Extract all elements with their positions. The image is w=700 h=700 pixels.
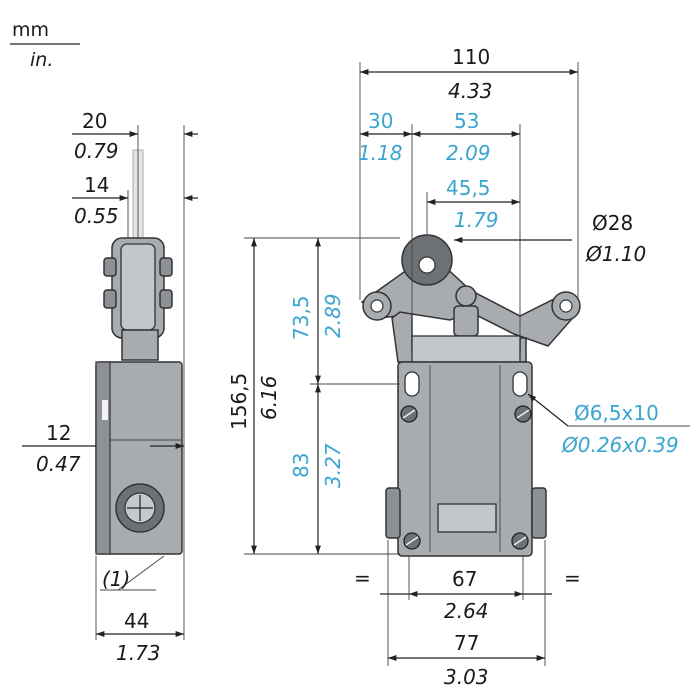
dim-156-mm: 156,5 bbox=[227, 373, 251, 430]
dim-45-in: 1.79 bbox=[454, 208, 499, 232]
screw-slot-br bbox=[513, 536, 527, 546]
dim-20-mm: 20 bbox=[82, 109, 107, 133]
side-bolt-top-left bbox=[103, 257, 117, 277]
dim-12-in: 0.47 bbox=[36, 452, 81, 476]
screw-slot-bl bbox=[405, 536, 419, 546]
side-bolt-top-right bbox=[159, 257, 173, 277]
head-block bbox=[411, 335, 521, 363]
dim-20-in: 0.79 bbox=[74, 139, 119, 163]
mount-slot-right bbox=[512, 371, 528, 397]
front-body bbox=[397, 361, 533, 557]
dim-45-mm: 45,5 bbox=[446, 176, 491, 200]
screw-slot-tl bbox=[402, 409, 416, 419]
side-body-edge bbox=[95, 361, 111, 555]
note-leader bbox=[117, 555, 165, 591]
lever-right-hole bbox=[559, 299, 573, 313]
front-view: 110 4.33 30 1.18 53 2.09 45,5 1.79 Ø28 Ø… bbox=[227, 45, 690, 689]
side-lug-right bbox=[531, 487, 547, 539]
dim-77-mm: 77 bbox=[454, 631, 479, 655]
side-roller bbox=[120, 243, 156, 331]
dim-110-in: 4.33 bbox=[448, 79, 493, 103]
side-view: (1) 20 0.79 14 0.55 12 0.47 44 1.73 bbox=[22, 109, 198, 665]
dim-44-in: 1.73 bbox=[116, 641, 161, 665]
side-bolt-bottom-right bbox=[159, 289, 173, 309]
unit-metric: mm bbox=[12, 19, 49, 41]
dim-67-mm: 67 bbox=[452, 567, 477, 591]
dim-44-mm: 44 bbox=[124, 609, 149, 633]
dim-83-in: 3.27 bbox=[321, 443, 345, 488]
dim-hole-in: Ø0.26x0.39 bbox=[561, 433, 679, 457]
dim-14-mm: 14 bbox=[84, 173, 109, 197]
mount-slot-left bbox=[404, 371, 420, 397]
plunger bbox=[453, 305, 479, 337]
dim-12-mm: 12 bbox=[46, 421, 71, 445]
unit-imperial: in. bbox=[30, 49, 53, 71]
equal-mark-left: = bbox=[354, 566, 371, 590]
dim-73-in: 2.89 bbox=[321, 293, 345, 338]
dim-28-in: Ø1.10 bbox=[585, 242, 646, 266]
dim-53-in: 2.09 bbox=[446, 141, 491, 165]
lever-left-hole bbox=[370, 299, 384, 313]
dim-73-mm: 73,5 bbox=[289, 295, 313, 340]
dim-110-mm: 110 bbox=[452, 45, 490, 69]
side-window bbox=[102, 400, 108, 420]
screw-slot-tr bbox=[516, 409, 530, 419]
plunger-knob bbox=[455, 285, 477, 307]
dim-28-mm: Ø28 bbox=[592, 211, 633, 235]
side-lug-left bbox=[385, 487, 401, 539]
units-legend: mm in. bbox=[10, 19, 80, 71]
dim-30-in: 1.18 bbox=[358, 141, 403, 165]
side-bolt-bottom-left bbox=[103, 289, 117, 309]
dim-83-mm: 83 bbox=[289, 453, 313, 478]
dim-14-in: 0.55 bbox=[74, 204, 119, 228]
dim-67-in: 2.64 bbox=[444, 599, 489, 623]
dim-line-hole bbox=[527, 393, 569, 427]
roller-axle bbox=[418, 256, 436, 274]
dim-hole-mm: Ø6,5x10 bbox=[574, 401, 659, 425]
dim-30-mm: 30 bbox=[368, 109, 393, 133]
note-label: (1) bbox=[102, 567, 130, 591]
side-head-neck bbox=[121, 329, 159, 361]
label-plate bbox=[437, 503, 497, 533]
dim-156-in: 6.16 bbox=[257, 375, 281, 420]
dim-53-mm: 53 bbox=[454, 109, 479, 133]
equal-mark-right: = bbox=[564, 566, 581, 590]
dim-77-in: 3.03 bbox=[444, 665, 489, 689]
